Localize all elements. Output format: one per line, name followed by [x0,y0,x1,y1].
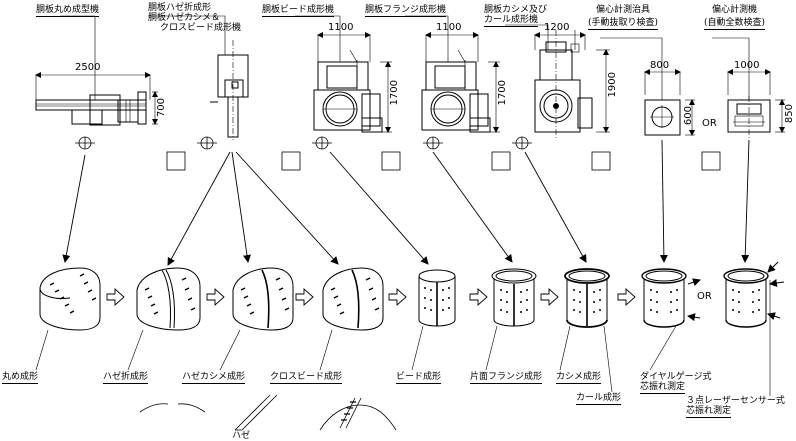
step-flange: 片面フランジ成形 [470,372,543,384]
machine-eccentric-jig [600,37,695,136]
step-seam-crimp: ハゼカシメ成形 [182,372,246,384]
dim-700: 700 [156,98,167,118]
machine-seam [148,15,249,140]
part-dial-gauge [641,268,701,328]
label-seam-bottom: ハゼ [232,431,251,441]
dim-2500: 2500 [75,62,101,73]
label-machine-jig-1: 偏心計測治具 [596,5,651,15]
part-crimp-drum [564,268,610,328]
part-flange-drum [491,268,537,327]
step-dial-gauge-1: ダイヤルゲージ式 [640,372,712,382]
dim-1900: 1900 [607,72,618,98]
dim-600: 600 [683,106,694,126]
step-rolling: 丸め成形 [2,372,39,384]
label-machine-auto-1: 偏心計測機 [712,5,758,15]
part-rolled [39,267,101,331]
dim-1700-bead: 1700 [389,80,400,106]
step-dial-gauge-2: 芯振れ測定 [640,382,686,394]
label-machine-curl-1: 胴板カシメ及び [484,5,548,15]
step-laser-1: ３点レーザーセンサー式 [686,396,785,406]
label-machine-seam-2: 胴板ハゼカシメ＆ [148,13,221,23]
label-machine-curl-2: カール成形機 [484,15,539,27]
dim-1100-bead: 1100 [328,22,354,33]
bottom-sketches [139,394,397,431]
dim-800: 800 [650,60,670,71]
step-crimp: カシメ成形 [556,372,602,384]
part-cross-bead [322,267,384,331]
machine-flange [405,15,500,133]
machine-curl [505,24,610,140]
step-bead: ビード成形 [396,372,442,384]
dim-1700-flange: 1700 [497,80,508,106]
flow-arrows [106,287,636,307]
or-label-bottom: OR [697,291,712,302]
dim-850: 850 [784,104,795,124]
label-machine-seam-3: クロスビード成形機 [160,23,242,33]
part-laser-sensor [723,261,785,328]
label-machine-flange: 胴板フランジ成形機 [365,5,447,17]
label-machine-jig-2: (手動抜取り検査) [588,18,659,30]
label-machine-seam-1: 胴板ハゼ折成形 [148,3,212,13]
label-machine-rolling: 胴板丸め成型機 [36,5,100,17]
step-laser-2: 芯振れ測定 [686,406,732,418]
dim-1200: 1200 [544,22,570,33]
part-seam-crimp [232,267,294,331]
transfer-symbols [75,136,532,150]
label-machine-bead: 胴板ビード成形機 [262,5,335,17]
or-label-top: OR [702,118,717,129]
machine-eccentric-auto [712,37,785,140]
leader-lines [35,280,771,396]
label-machine-auto-2: (自動全数検査) [704,18,766,30]
process-arrows [62,139,750,266]
machine-bead [295,15,392,133]
step-seam-fold: ハゼ折成形 [103,372,149,384]
part-seam-fold [136,267,201,331]
dim-1000: 1000 [734,60,760,71]
buffer-boxes [166,151,721,171]
step-curl: カール成形 [576,393,622,405]
step-cross-bead: クロスビード成形 [270,372,343,384]
dim-1100-flange: 1100 [436,22,462,33]
part-bead-drum [418,269,456,327]
